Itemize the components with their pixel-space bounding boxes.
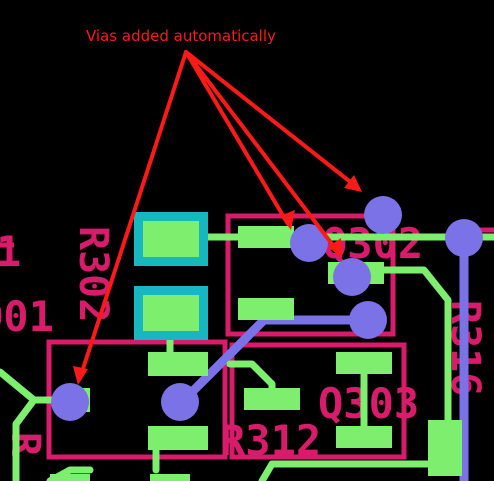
pad-q302-2 — [238, 298, 294, 320]
pad-q303-2 — [244, 388, 300, 410]
refdes-left-r: R — [2, 432, 48, 457]
trace-q302-right — [348, 266, 452, 440]
arrow-to-via-2 — [184, 50, 290, 226]
arrow-to-via-3 — [184, 50, 340, 254]
pad-r312-1 — [148, 352, 208, 376]
arrowhead-via-2 — [280, 210, 295, 230]
via-5[interactable] — [349, 301, 387, 339]
arrowhead-via-6 — [73, 366, 88, 385]
arrow-to-via-6 — [78, 50, 188, 380]
annotation-arrows — [78, 50, 360, 380]
arrow-to-via-1 — [184, 50, 360, 190]
refdes-left-q: Q01 — [0, 292, 54, 341]
arrowhead-via-3 — [328, 238, 342, 258]
via-3[interactable] — [333, 258, 371, 296]
trace-left-lower — [12, 396, 38, 481]
pad-r316 — [428, 420, 462, 476]
component-r302-pads — [134, 212, 208, 340]
via-1[interactable] — [364, 196, 402, 234]
refdes-q303: Q303 — [318, 379, 419, 428]
via-6[interactable] — [51, 383, 89, 421]
pad-q302-1 — [238, 226, 294, 248]
via-2[interactable] — [290, 224, 328, 262]
refdes-r302: R302 — [70, 226, 116, 322]
pad-r312-2 — [148, 426, 208, 450]
outline-q303 — [229, 342, 407, 460]
pad-bottom-left — [50, 474, 90, 481]
pad-q303-1 — [336, 352, 392, 374]
pad-r302-1 — [143, 221, 199, 257]
pad-r302-2 — [143, 295, 199, 331]
via-4[interactable] — [445, 219, 483, 257]
refdes-left-partial: 1 — [0, 227, 21, 276]
via-7[interactable] — [161, 383, 199, 421]
vias — [51, 196, 483, 421]
refdes-r312: R312 — [220, 416, 321, 465]
annotation-arrowheads — [73, 175, 362, 385]
arrowhead-via-1 — [344, 175, 362, 192]
pad-q303-3 — [336, 426, 392, 448]
pad-bottom-mid — [150, 474, 190, 481]
trace-bottom-run — [258, 460, 434, 481]
annotation-label: Vias added automatically — [86, 27, 276, 45]
